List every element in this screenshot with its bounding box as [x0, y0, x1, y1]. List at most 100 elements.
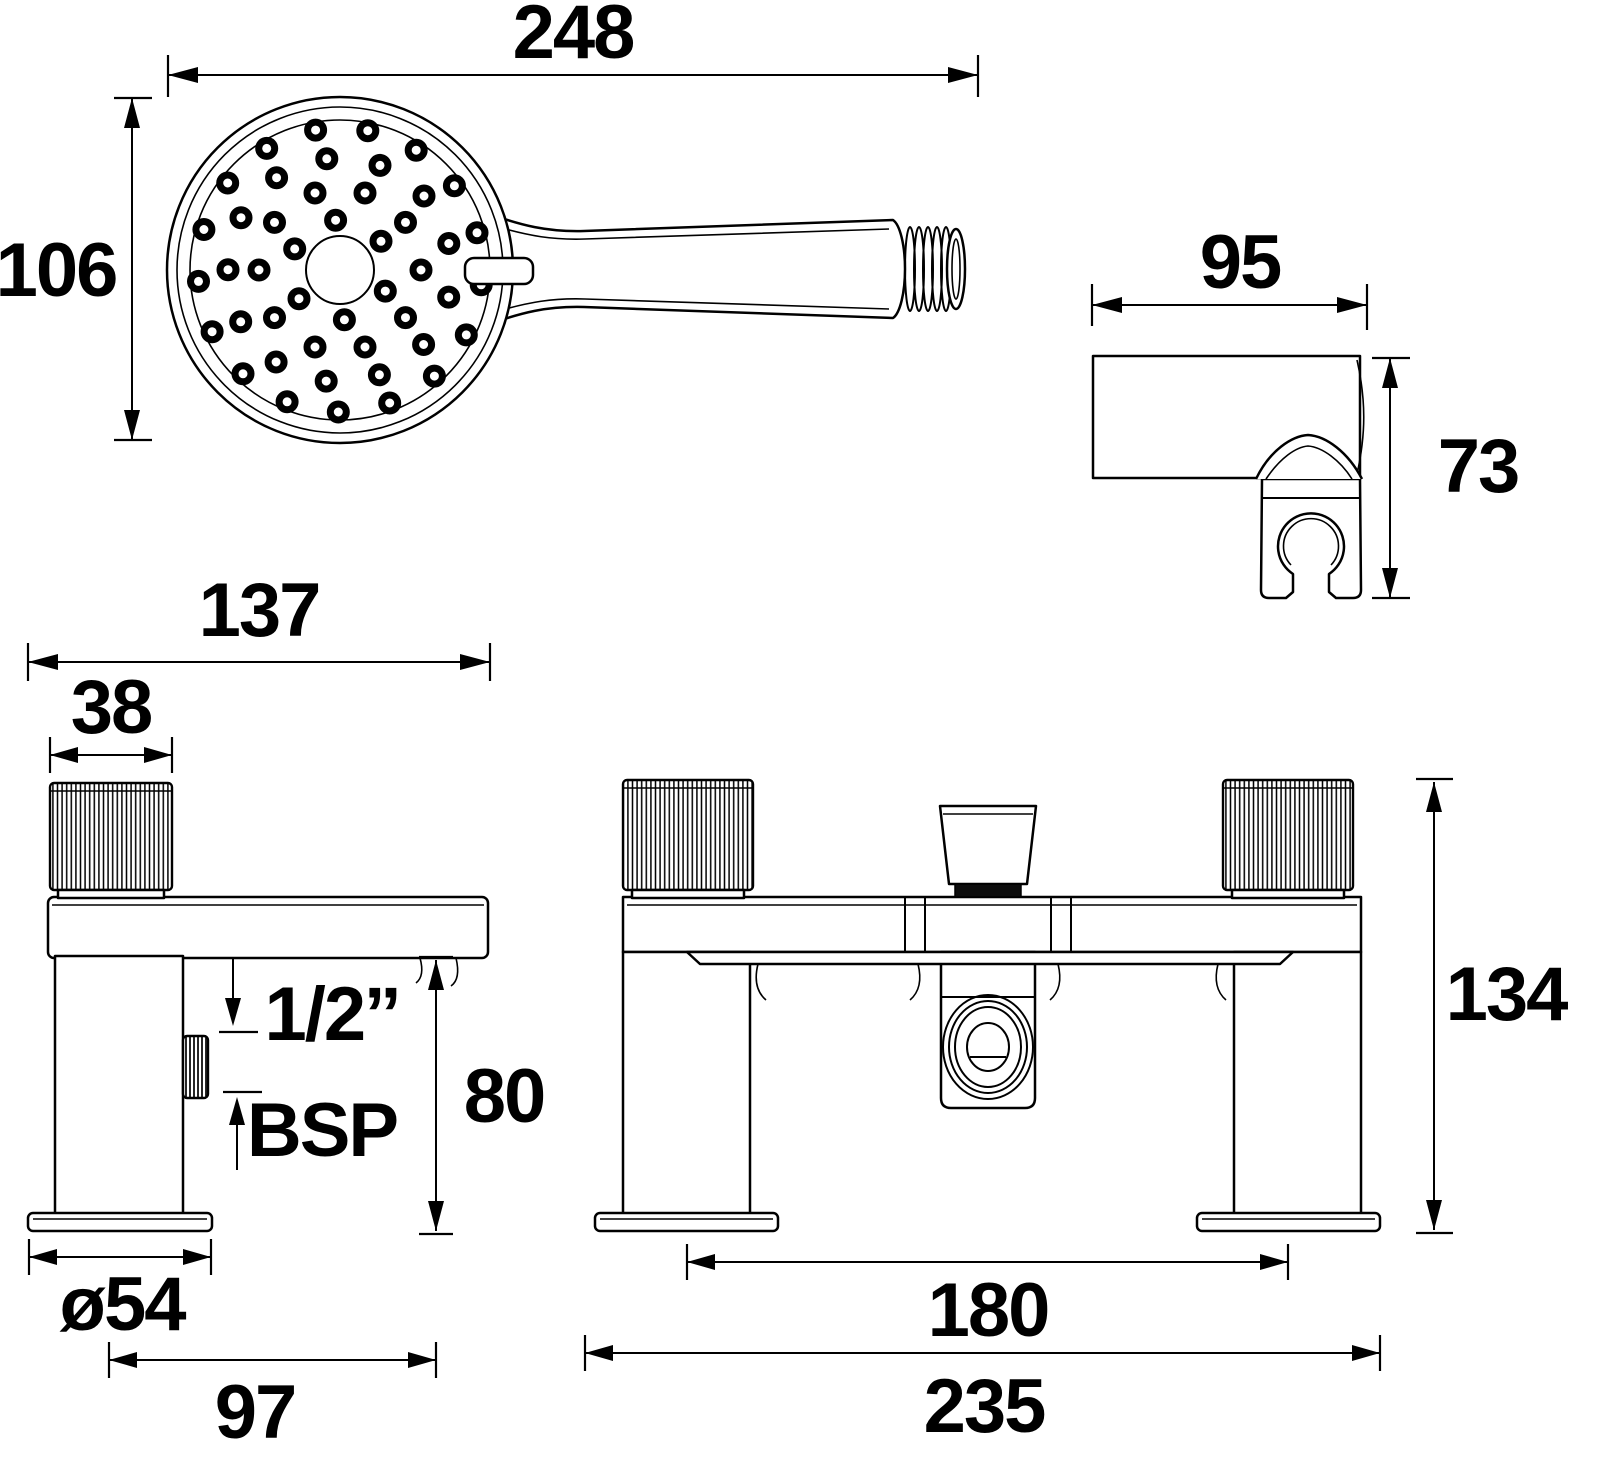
left-leg: [621, 950, 752, 1216]
dim-label-137: 137: [199, 568, 320, 653]
clip-dome: [1254, 433, 1364, 480]
spray-nozzle: [422, 364, 446, 388]
cold-knob: [1221, 778, 1355, 892]
spray-nozzle: [442, 174, 466, 198]
spray-nozzle-array: [187, 118, 493, 424]
spray-nozzle: [264, 350, 288, 374]
spout-body: [46, 895, 490, 960]
left-base-flange: [593, 1211, 780, 1233]
base-flange: [26, 1211, 214, 1233]
handset-clip: [1259, 477, 1363, 600]
dim-head-diameter: 106: [0, 96, 152, 442]
dim-body-depth: 137: [26, 568, 492, 681]
handset-handle: [482, 210, 967, 328]
spray-nozzle: [287, 287, 311, 311]
dim-bracket-width: 95: [1090, 220, 1369, 330]
spray-nozzle: [353, 335, 377, 359]
dim-label-134: 134: [1446, 952, 1569, 1037]
spray-nozzle: [263, 306, 286, 330]
dim-label-248: 248: [513, 0, 634, 75]
spray-nozzle: [394, 306, 417, 330]
dim-label-106: 106: [0, 228, 116, 313]
spray-nozzle: [275, 390, 299, 414]
wall-bracket-view: 95 73: [1090, 220, 1520, 600]
spray-nozzle: [394, 210, 417, 234]
handset-head: [165, 95, 535, 445]
right-base-flange: [1195, 1211, 1382, 1233]
spray-nozzle: [437, 285, 461, 309]
spray-nozzle: [356, 119, 380, 143]
spray-nozzle: [368, 153, 392, 177]
spray-nozzle: [303, 335, 327, 359]
dim-overall-height: 134: [1416, 777, 1570, 1235]
spray-nozzle: [404, 138, 428, 162]
right-leg: [1232, 950, 1363, 1216]
knob-collar: [56, 888, 166, 900]
spray-nozzle: [326, 400, 350, 424]
inlet-thread: [181, 1034, 210, 1100]
spray-nozzle: [304, 118, 328, 142]
spray-nozzle: [229, 310, 253, 334]
tap-leg: [53, 954, 185, 1216]
spray-nozzle: [378, 391, 402, 415]
mixer-front-view: 134 180 235: [583, 777, 1570, 1449]
spray-nozzle: [369, 229, 393, 253]
spray-nozzle: [353, 181, 377, 205]
spray-nozzle: [367, 363, 391, 387]
spray-nozzle: [216, 171, 240, 195]
spray-nozzle: [324, 208, 348, 232]
spray-nozzle: [187, 269, 210, 293]
spray-nozzle: [216, 258, 240, 282]
hose-outlet: [942, 994, 1034, 1100]
spray-nozzle: [437, 232, 461, 255]
dim-inlet-offset: 97: [107, 1342, 438, 1455]
centre-hub: [305, 235, 375, 305]
spray-nozzle: [229, 206, 253, 230]
dim-label-180: 180: [928, 1268, 1049, 1353]
mixer-body: [621, 895, 1363, 954]
spray-nozzle: [465, 221, 489, 245]
spray-nozzle: [412, 184, 436, 208]
spray-nozzle: [255, 136, 279, 160]
spray-nozzle: [373, 279, 397, 303]
spray-nozzle: [263, 210, 286, 234]
dim-spout-clearance: 80: [419, 955, 546, 1236]
dim-label-73: 73: [1438, 424, 1519, 509]
spray-nozzle: [303, 181, 327, 205]
hose-connector-end: [945, 227, 967, 311]
dim-label-97: 97: [215, 1370, 296, 1455]
drip-plate: [685, 950, 1295, 966]
dim-base-diameter: ø54: [27, 1239, 213, 1347]
dim-label-half-inch: 1/2’’: [264, 972, 399, 1057]
dim-bracket-height: 73: [1372, 356, 1520, 600]
spray-nozzle: [412, 333, 436, 356]
dim-handle-diameter: 38: [48, 665, 174, 773]
spray-nozzle: [409, 258, 433, 282]
hot-knob: [621, 778, 755, 892]
spray-nozzle: [200, 320, 224, 344]
dim-label-bsp: BSP: [247, 1088, 398, 1173]
spray-nozzle: [247, 258, 271, 282]
spray-nozzle: [283, 237, 307, 261]
spray-nozzle: [315, 147, 339, 171]
spray-nozzle: [231, 362, 255, 386]
dim-inlet-centres: 180: [685, 1244, 1290, 1353]
dim-overall-length: 248: [166, 0, 980, 97]
spray-nozzle: [265, 166, 289, 190]
dim-label-95: 95: [1200, 220, 1281, 305]
spray-nozzle: [314, 369, 338, 393]
diverter-knob: [938, 804, 1038, 898]
handset-plan-view: 248 106: [0, 0, 980, 445]
control-knob: [48, 781, 174, 892]
dim-label-38: 38: [71, 665, 152, 750]
dim-label-235: 235: [924, 1364, 1046, 1449]
dim-label-54: ø54: [60, 1262, 187, 1347]
mixer-side-view: 137 38 1/2’’ BSP 80: [26, 568, 546, 1455]
spray-nozzle: [454, 323, 478, 347]
spray-mode-lever: [463, 256, 535, 286]
dim-label-80: 80: [464, 1054, 545, 1139]
spray-nozzle: [332, 308, 356, 332]
spray-nozzle: [192, 218, 216, 241]
